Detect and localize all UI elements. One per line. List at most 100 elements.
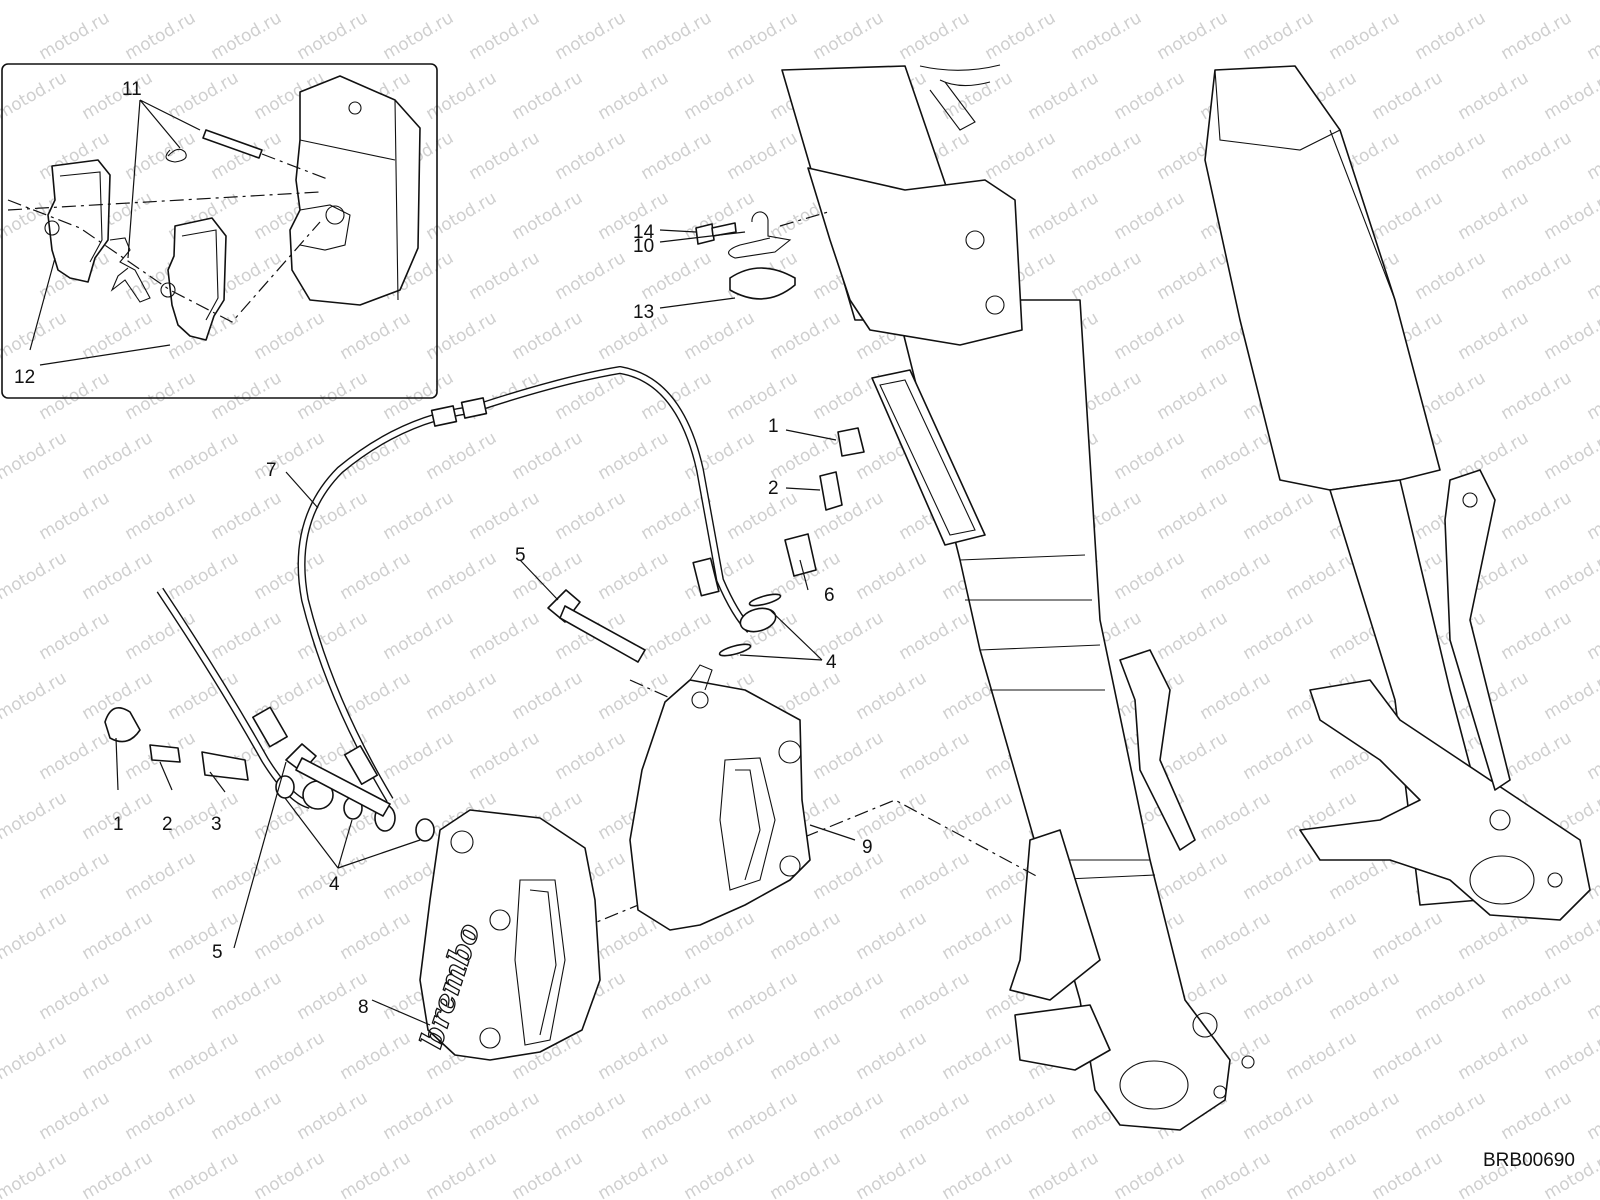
watermark-text: motod.ru bbox=[165, 548, 243, 604]
watermark-text: motod.ru bbox=[423, 428, 501, 484]
watermark-text: motod.ru bbox=[0, 908, 70, 964]
watermark-text: motod.ru bbox=[1369, 908, 1447, 964]
watermark-text: motod.ru bbox=[1283, 0, 1361, 4]
watermark-text: motod.ru bbox=[853, 0, 931, 4]
watermark-text: motod.ru bbox=[79, 548, 157, 604]
watermark-text: motod.ru bbox=[1498, 1088, 1576, 1144]
watermark-text: motod.ru bbox=[208, 488, 286, 544]
watermark-text: motod.ru bbox=[896, 1088, 974, 1144]
watermark-text: motod.ru bbox=[79, 0, 157, 4]
watermark-text: motod.ru bbox=[165, 68, 243, 124]
inset-frame bbox=[1, 63, 438, 399]
watermark-text: motod.ru bbox=[208, 8, 286, 64]
watermark-text: motod.ru bbox=[466, 248, 544, 304]
copper-washer-left-c bbox=[415, 818, 435, 842]
copper-washer-right-b bbox=[718, 643, 752, 657]
watermark-text: motod.ru bbox=[595, 548, 673, 604]
watermark-text: motod.ru bbox=[810, 728, 888, 784]
watermark-text: motod.ru bbox=[1240, 1088, 1318, 1144]
watermark-text: motod.ru bbox=[0, 428, 70, 484]
brake-caliper-left: brembo bbox=[414, 809, 601, 1061]
watermark-text: motod.ru bbox=[724, 128, 802, 184]
watermark-text: motod.ru bbox=[423, 68, 501, 124]
watermark-text: motod.ru bbox=[1498, 488, 1576, 544]
watermark-text: motod.ru bbox=[1584, 368, 1600, 424]
watermark-text: motod.ru bbox=[724, 488, 802, 544]
caliper-bolt-top bbox=[547, 589, 646, 663]
watermark-text: motod.ru bbox=[1154, 368, 1232, 424]
watermark-text: motod.ru bbox=[1541, 1028, 1600, 1084]
watermark-text: motod.ru bbox=[724, 968, 802, 1024]
label-13: 13 bbox=[633, 302, 654, 323]
watermark-text: motod.ru bbox=[767, 1028, 845, 1084]
watermark-text: motod.ru bbox=[1541, 188, 1600, 244]
watermark-text: motod.ru bbox=[1068, 8, 1146, 64]
watermark-text: motod.ru bbox=[1584, 128, 1600, 184]
label-3: 3 bbox=[211, 814, 222, 835]
watermark-text: motod.ru bbox=[1498, 128, 1576, 184]
watermark-text: motod.ru bbox=[509, 188, 587, 244]
label-5-bottom: 5 bbox=[212, 942, 223, 963]
banjo-fittings-left bbox=[104, 706, 435, 842]
watermark-text: motod.ru bbox=[681, 1028, 759, 1084]
watermark-text: motod.ru bbox=[1541, 0, 1600, 4]
watermark-text: motod.ru bbox=[122, 968, 200, 1024]
watermark-text: motod.ru bbox=[638, 968, 716, 1024]
watermark-text: motod.ru bbox=[423, 1148, 501, 1200]
drawing-code: BRB00690 bbox=[1483, 1150, 1575, 1171]
watermark-text: motod.ru bbox=[982, 1088, 1060, 1144]
watermark-text: motod.ru bbox=[208, 608, 286, 664]
watermark-text: motod.ru bbox=[122, 368, 200, 424]
watermark-text: motod.ru bbox=[552, 128, 630, 184]
watermark-text: motod.ru bbox=[810, 608, 888, 664]
watermark-text: motod.ru bbox=[337, 908, 415, 964]
watermark-text: motod.ru bbox=[1283, 908, 1361, 964]
watermark-text: motod.ru bbox=[1455, 0, 1533, 4]
watermark-text: motod.ru bbox=[466, 1088, 544, 1144]
watermark-text: motod.ru bbox=[552, 1088, 630, 1144]
watermark-text: motod.ru bbox=[1498, 608, 1576, 664]
watermark-text: motod.ru bbox=[853, 1028, 931, 1084]
rubber-grommet bbox=[729, 267, 796, 300]
watermark-text: motod.ru bbox=[423, 0, 501, 4]
watermark-text: motod.ru bbox=[1369, 0, 1447, 4]
watermark-text: motod.ru bbox=[337, 0, 415, 4]
bleed-valve-left bbox=[149, 744, 181, 763]
watermark-text: motod.ru bbox=[1240, 8, 1318, 64]
watermark-text: motod.ru bbox=[337, 428, 415, 484]
watermark-text: motod.ru bbox=[1584, 248, 1600, 304]
watermark-text: motod.ru bbox=[509, 68, 587, 124]
watermark-text: motod.ru bbox=[1455, 188, 1533, 244]
watermark-text: motod.ru bbox=[251, 548, 329, 604]
watermark-text: motod.ru bbox=[810, 968, 888, 1024]
watermark-text: motod.ru bbox=[638, 1088, 716, 1144]
watermark-text: motod.ru bbox=[1326, 8, 1404, 64]
watermark-text: motod.ru bbox=[0, 788, 70, 844]
watermark-text: motod.ru bbox=[982, 8, 1060, 64]
label-5-top: 5 bbox=[515, 545, 526, 566]
watermark-text: motod.ru bbox=[1498, 8, 1576, 64]
watermark-text: motod.ru bbox=[552, 8, 630, 64]
watermark-text: motod.ru bbox=[939, 1148, 1017, 1200]
watermark-text: motod.ru bbox=[1025, 188, 1103, 244]
watermark-text: motod.ru bbox=[1584, 728, 1600, 784]
watermark-text: motod.ru bbox=[1369, 1148, 1447, 1200]
watermark-text: motod.ru bbox=[294, 368, 372, 424]
watermark-text: motod.ru bbox=[1498, 968, 1576, 1024]
watermark-text: motod.ru bbox=[466, 608, 544, 664]
watermark-text: motod.ru bbox=[853, 908, 931, 964]
watermark-text: motod.ru bbox=[1541, 308, 1600, 364]
watermark-text: motod.ru bbox=[466, 8, 544, 64]
watermark-text: motod.ru bbox=[1197, 668, 1275, 724]
watermark-text: motod.ru bbox=[1240, 968, 1318, 1024]
watermark-text: motod.ru bbox=[0, 1028, 70, 1084]
watermark-text: motod.ru bbox=[423, 308, 501, 364]
watermark-text: motod.ru bbox=[853, 668, 931, 724]
hose-clip bbox=[728, 211, 792, 259]
watermark-text: motod.ru bbox=[423, 668, 501, 724]
watermark-text: motod.ru bbox=[0, 0, 70, 4]
watermark-text: motod.ru bbox=[165, 0, 243, 4]
watermark-text: motod.ru bbox=[1240, 728, 1318, 784]
watermark-text: motod.ru bbox=[79, 308, 157, 364]
watermark-text: motod.ru bbox=[1584, 8, 1600, 64]
